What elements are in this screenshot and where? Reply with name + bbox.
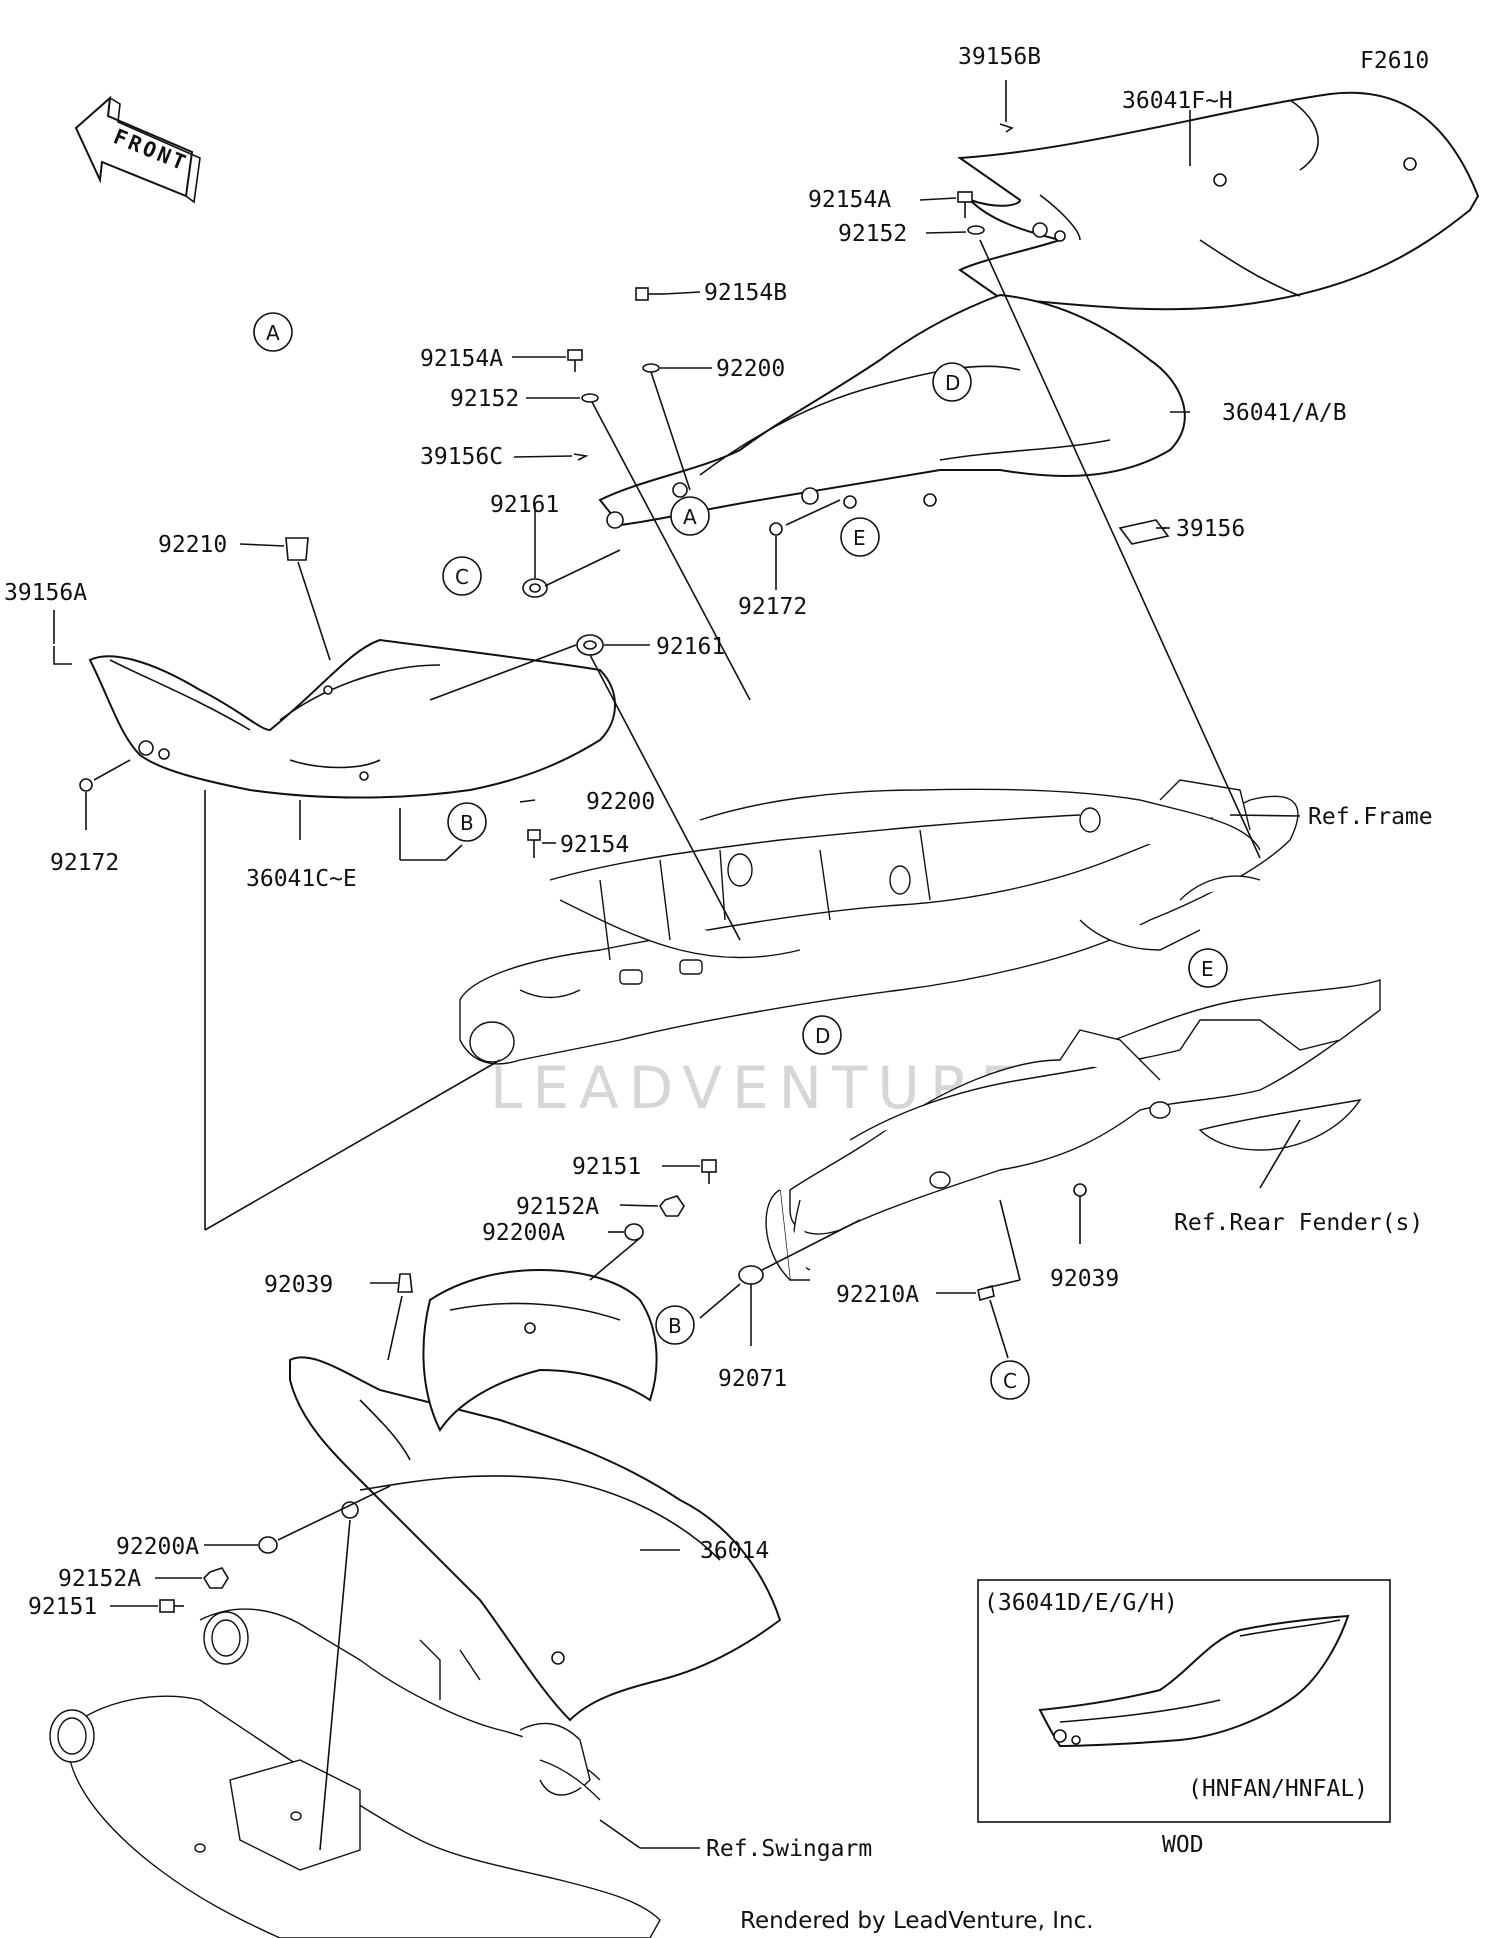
callout-e-right: E <box>1188 948 1228 988</box>
seat-cover-middle-part <box>598 293 1186 529</box>
callout-b-left: B <box>447 802 487 842</box>
inset-models-label: (36041D/E/G/H) <box>984 1590 1178 1616</box>
part-label-36014: 36014 <box>700 1538 769 1564</box>
part-label-36041C-E: 36041C~E <box>246 866 357 892</box>
part-label-39156B: 39156B <box>958 44 1041 70</box>
leader-lines <box>53 80 1301 1851</box>
part-label-39156C: 39156C <box>420 444 503 470</box>
part-label-ref-rear-fender: Ref.Rear Fender(s) <box>1174 1210 1423 1236</box>
part-label-92200A-b: 92200A <box>116 1534 199 1560</box>
part-label-92172-mid: 92172 <box>738 594 807 620</box>
part-label-92152A-b: 92152A <box>58 1566 141 1592</box>
chain-cover-part <box>289 1268 782 1722</box>
part-label-92152-top: 92152 <box>838 221 907 247</box>
part-label-92161-a: 92161 <box>490 492 559 518</box>
part-label-92210A: 92210A <box>836 1282 919 1308</box>
part-label-92200-top: 92200 <box>716 356 785 382</box>
svg-text:C: C <box>1003 1369 1017 1393</box>
front-arrow-icon: FRONT <box>74 95 201 204</box>
part-label-92039-left: 92039 <box>264 1272 333 1298</box>
svg-text:D: D <box>815 1024 830 1048</box>
part-label-39156A: 39156A <box>4 580 87 606</box>
callout-d-top: D <box>932 362 972 402</box>
part-label-36041F-H: 36041F~H <box>1122 88 1233 114</box>
seat-cover-upper-part <box>957 91 1480 311</box>
inset-variant-box: (36041D/E/G/H) (HNFAN/HNFAL) WOD <box>977 1579 1391 1858</box>
callout-a-mid: A <box>670 496 710 536</box>
side-cover-left-part <box>88 638 616 799</box>
svg-text:E: E <box>853 526 866 550</box>
part-label-92200A-a: 92200A <box>482 1220 565 1246</box>
part-label-ref-swingarm: Ref.Swingarm <box>706 1836 872 1862</box>
callout-c-lower: C <box>990 1360 1030 1400</box>
callout-d-mid: D <box>802 1015 842 1055</box>
callout-e-top: E <box>840 517 880 557</box>
callout-b-lower: B <box>655 1305 695 1345</box>
swingarm-reference <box>49 1608 661 1938</box>
callout-c-top: C <box>442 556 482 596</box>
svg-text:A: A <box>266 321 280 345</box>
part-label-92152-mid: 92152 <box>450 386 519 412</box>
part-label-92154B: 92154B <box>704 280 787 306</box>
inset-variant-label: (HNFAN/HNFAL) <box>1188 1776 1368 1802</box>
figure-code: F2610 <box>1360 48 1429 74</box>
part-label-92151-b: 92151 <box>28 1594 97 1620</box>
part-label-92151-a: 92151 <box>572 1154 641 1180</box>
rear-fender-reference <box>765 979 1381 1281</box>
svg-text:A: A <box>683 505 697 529</box>
part-label-92071: 92071 <box>718 1366 787 1392</box>
inset-caption: WOD <box>1162 1832 1204 1858</box>
part-label-92154: 92154 <box>560 832 629 858</box>
part-label-36041-A-B: 36041/A/B <box>1222 400 1347 426</box>
part-label-92154A-top: 92154A <box>808 187 891 213</box>
svg-text:B: B <box>460 811 474 835</box>
part-label-92210: 92210 <box>158 532 227 558</box>
svg-text:E: E <box>1201 957 1214 981</box>
part-label-ref-frame: Ref.Frame <box>1308 804 1433 830</box>
callout-a-top: A <box>253 312 293 352</box>
part-label-92161-b: 92161 <box>656 634 725 660</box>
part-label-92039-right: 92039 <box>1050 1266 1119 1292</box>
svg-text:B: B <box>668 1314 682 1338</box>
part-label-92172-left: 92172 <box>50 850 119 876</box>
part-label-39156: 39156 <box>1176 516 1245 542</box>
part-label-92152A-a: 92152A <box>516 1194 599 1220</box>
footer-credit: Rendered by LeadVenture, Inc. <box>740 1908 1094 1934</box>
frame-reference <box>459 779 1299 1065</box>
part-label-92154A-mid: 92154A <box>420 346 503 372</box>
svg-text:D: D <box>945 371 960 395</box>
svg-text:C: C <box>455 565 469 589</box>
part-label-92200-mid: 92200 <box>586 789 655 815</box>
hardware-items <box>53 123 1170 1613</box>
